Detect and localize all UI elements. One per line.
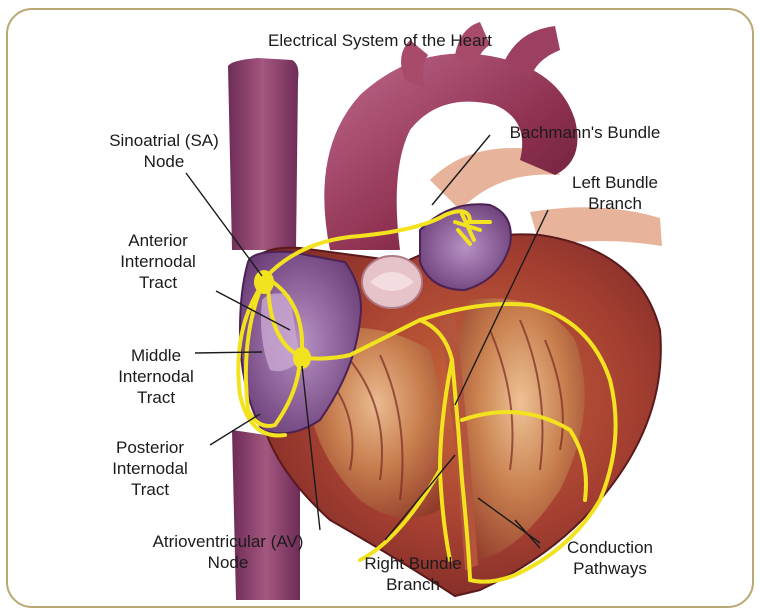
label-line: Node [118, 552, 338, 573]
label-line: Branch [545, 193, 685, 214]
label-bachmanns-bundle: Bachmann's Bundle [480, 122, 690, 143]
valves [362, 256, 422, 308]
label-right-bundle-branch: Right Bundle Branch [348, 553, 478, 595]
label-line: Internodal [96, 366, 216, 387]
diagram-title: Electrical System of the Heart [240, 30, 520, 51]
label-line: Internodal [90, 458, 210, 479]
label-middle-tract: Middle Internodal Tract [96, 345, 216, 408]
label-left-bundle-branch: Left Bundle Branch [545, 172, 685, 214]
label-line: Left Bundle [545, 172, 685, 193]
label-line: Internodal [98, 251, 218, 272]
label-line: Branch [348, 574, 478, 595]
label-line: Posterior [90, 437, 210, 458]
label-sa-node: Sinoatrial (SA) Node [76, 130, 252, 172]
label-line: Conduction [540, 537, 680, 558]
av-node-mark [293, 347, 311, 369]
label-line: Node [76, 151, 252, 172]
label-line: Tract [90, 479, 210, 500]
label-line: Anterior [98, 230, 218, 251]
label-line: Sinoatrial (SA) [76, 130, 252, 151]
label-conduction-pathways: Conduction Pathways [540, 537, 680, 579]
label-line: Bachmann's Bundle [480, 122, 690, 143]
label-line: Atrioventricular (AV) [118, 531, 338, 552]
label-line: Middle [96, 345, 216, 366]
label-anterior-tract: Anterior Internodal Tract [98, 230, 218, 293]
label-line: Tract [96, 387, 216, 408]
label-posterior-tract: Posterior Internodal Tract [90, 437, 210, 500]
label-line: Right Bundle [348, 553, 478, 574]
label-line: Pathways [540, 558, 680, 579]
label-line: Tract [98, 272, 218, 293]
sa-node-mark [254, 270, 274, 294]
label-av-node: Atrioventricular (AV) Node [118, 531, 338, 573]
